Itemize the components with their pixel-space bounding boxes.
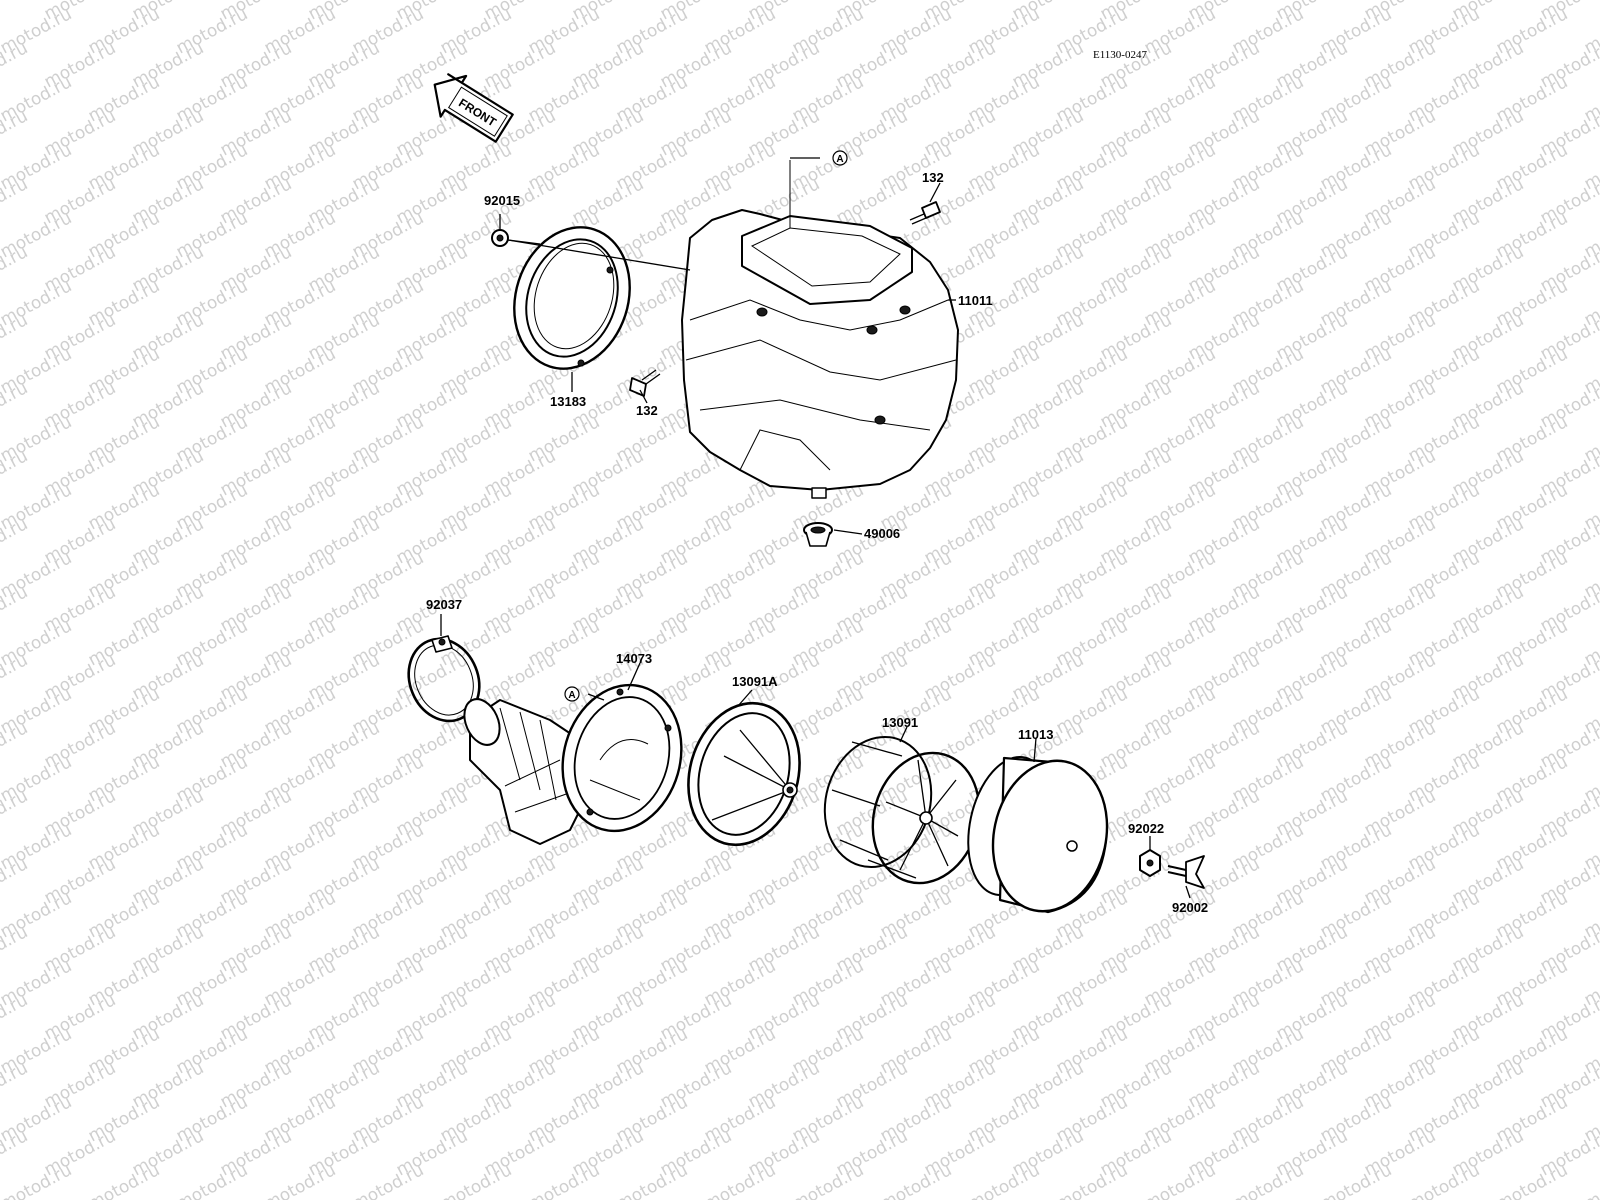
label-132-bottom: 132	[636, 403, 658, 418]
watermark-text: motod.ru	[1317, 1160, 1395, 1200]
drawing-code: E1130-0247	[1093, 49, 1147, 61]
watermark-text: motod.ru	[1405, 1160, 1483, 1200]
clamp-92037	[407, 635, 481, 723]
label-11011: 11011	[958, 293, 993, 308]
label-92015: 92015	[484, 193, 520, 208]
label-49006: 49006	[864, 526, 900, 541]
watermark-text: motod.ru	[877, 1160, 955, 1200]
label-11013: 11013	[1018, 727, 1053, 742]
label-92022: 92022	[1128, 821, 1164, 836]
watermark-text: motod.ru	[525, 1160, 603, 1200]
watermark-text: motod.ru	[0, 1160, 75, 1200]
plate-13183	[513, 226, 631, 370]
label-13091: 13091	[882, 715, 918, 730]
watermark-text: motod.ru	[701, 1160, 779, 1200]
watermark-text: motod.ru	[1493, 1160, 1571, 1200]
wing-bolt-92002	[1167, 855, 1205, 889]
bolt-132-bottom	[629, 369, 661, 397]
leader-lines	[440, 157, 1191, 899]
label-132-top: 132	[922, 170, 944, 185]
label-92037: 92037	[426, 597, 462, 612]
label-13183: 13183	[550, 394, 586, 409]
watermark-text: motod.ru	[1141, 1160, 1219, 1200]
watermark-text: motod.ru	[261, 1160, 339, 1200]
watermark-text: motod.ru	[1581, 1160, 1600, 1200]
air-cleaner-housing	[681, 160, 959, 499]
label-92002: 92002	[1172, 900, 1208, 915]
label-13091A: 13091A	[732, 674, 778, 689]
reference-mark-bottom: A	[564, 686, 580, 702]
nut-92022	[1139, 849, 1161, 877]
watermark-text: motod.ru	[965, 1160, 1043, 1200]
filter-element-11013	[967, 756, 1109, 914]
watermark-text: motod.ru	[437, 1160, 515, 1200]
grommet-49006	[803, 522, 833, 547]
watermark-text: motod.ru	[1053, 1160, 1131, 1200]
watermark-text: motod.ru	[789, 1160, 867, 1200]
label-14073: 14073	[616, 651, 652, 666]
watermark-text: motod.ru	[173, 1160, 251, 1200]
bolt-132-top	[909, 201, 941, 225]
svg-text:A: A	[836, 154, 843, 165]
plate-13091A	[687, 701, 801, 847]
watermark-text: motod.ru	[0, 0, 31, 24]
duct-14073	[463, 683, 683, 845]
watermark-text: motod.ru	[349, 1160, 427, 1200]
svg-text:A: A	[568, 690, 575, 701]
watermark-text: motod.ru	[85, 1160, 163, 1200]
watermark-text: motod.ru	[1229, 1160, 1307, 1200]
reference-mark-top: A	[832, 150, 848, 166]
watermark-text: motod.ru	[613, 1160, 691, 1200]
nut-92015	[491, 229, 509, 247]
